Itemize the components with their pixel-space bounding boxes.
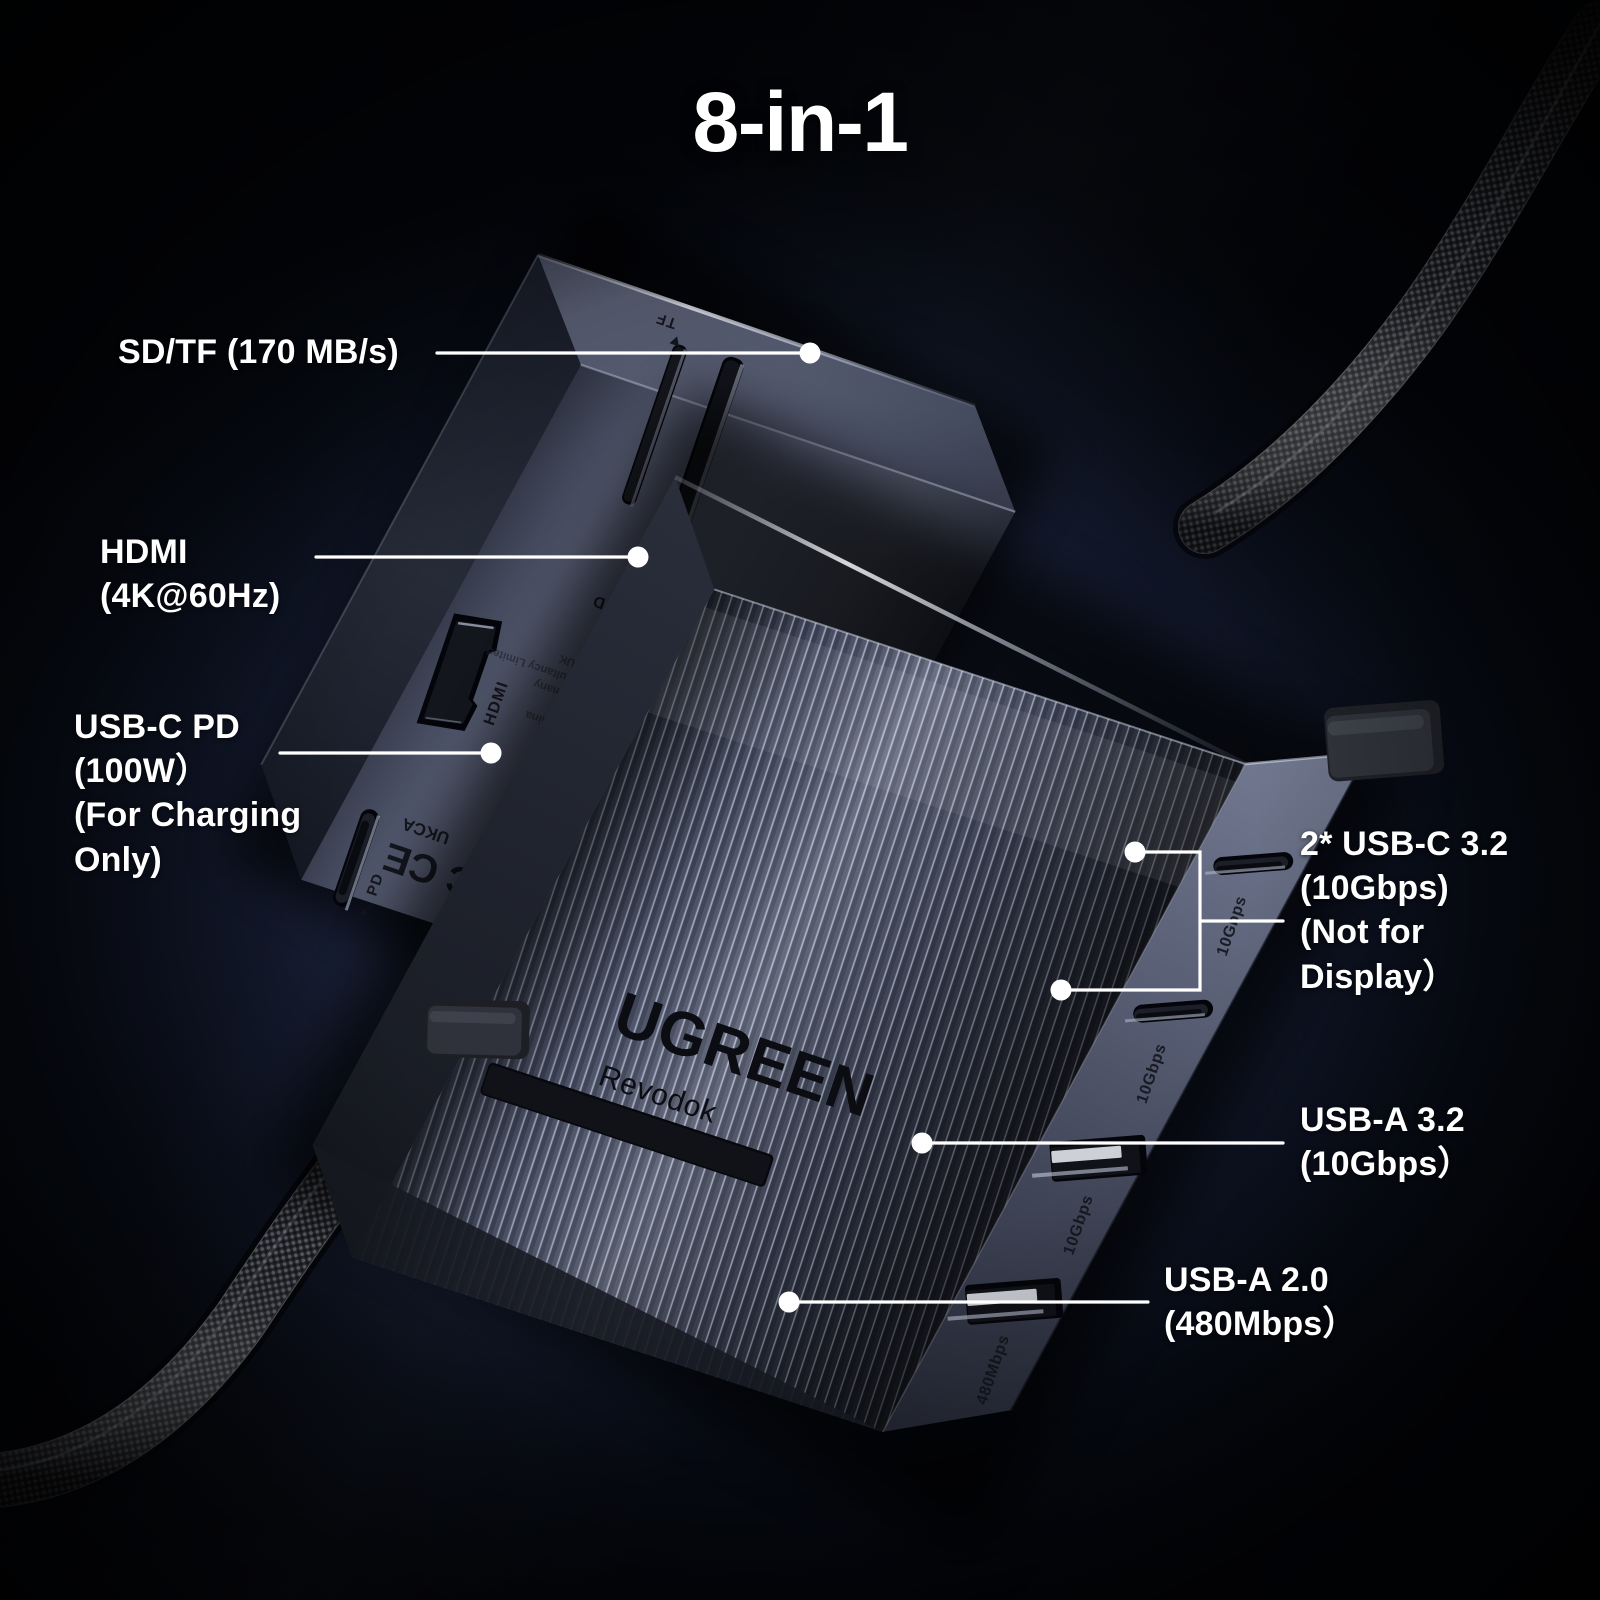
callout-label-hdmi: HDMI (4K@60Hz) xyxy=(100,533,281,616)
callout-label-usb-a-32: USB-A 3.2 (10Gbps） xyxy=(1300,1101,1472,1184)
callout-label-usb-c-32: 2* USB-C 3.2 (10Gbps) (Not for Display） xyxy=(1300,825,1509,996)
callout-label-usb-c-pd: USB-C PD (100W） (For Charging Only) xyxy=(74,708,302,879)
page-title: 8-in-1 xyxy=(692,75,909,169)
callout-label-sd-tf: SD/TF (170 MB/s) xyxy=(118,333,399,371)
callout-label-usb-a-20: USB-A 2.0 (480Mbps） xyxy=(1164,1261,1357,1344)
